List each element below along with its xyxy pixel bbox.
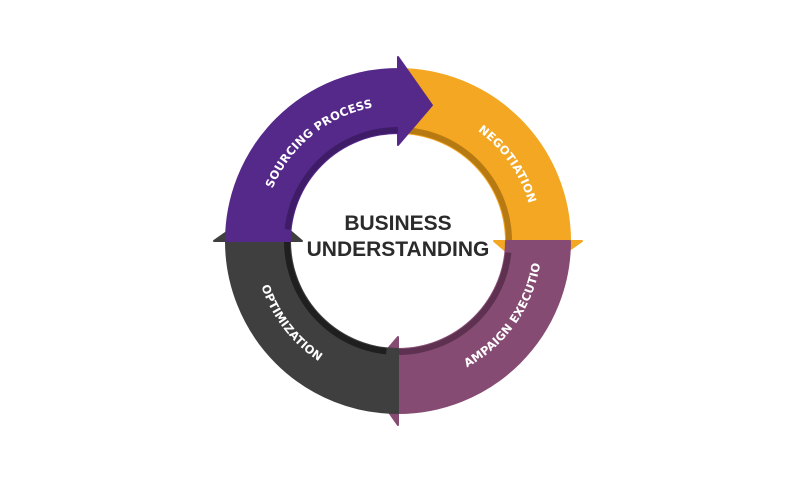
center-title-line2: UNDERSTANDING [307,238,490,261]
segment-shadow-negotiation [409,127,512,241]
segment-shadow-optimization [283,241,387,355]
segment-shadow-sourcing-process [284,127,398,230]
center-title-line1: BUSINESS [344,212,451,235]
segment-shadow-campaign-execution [398,252,512,355]
